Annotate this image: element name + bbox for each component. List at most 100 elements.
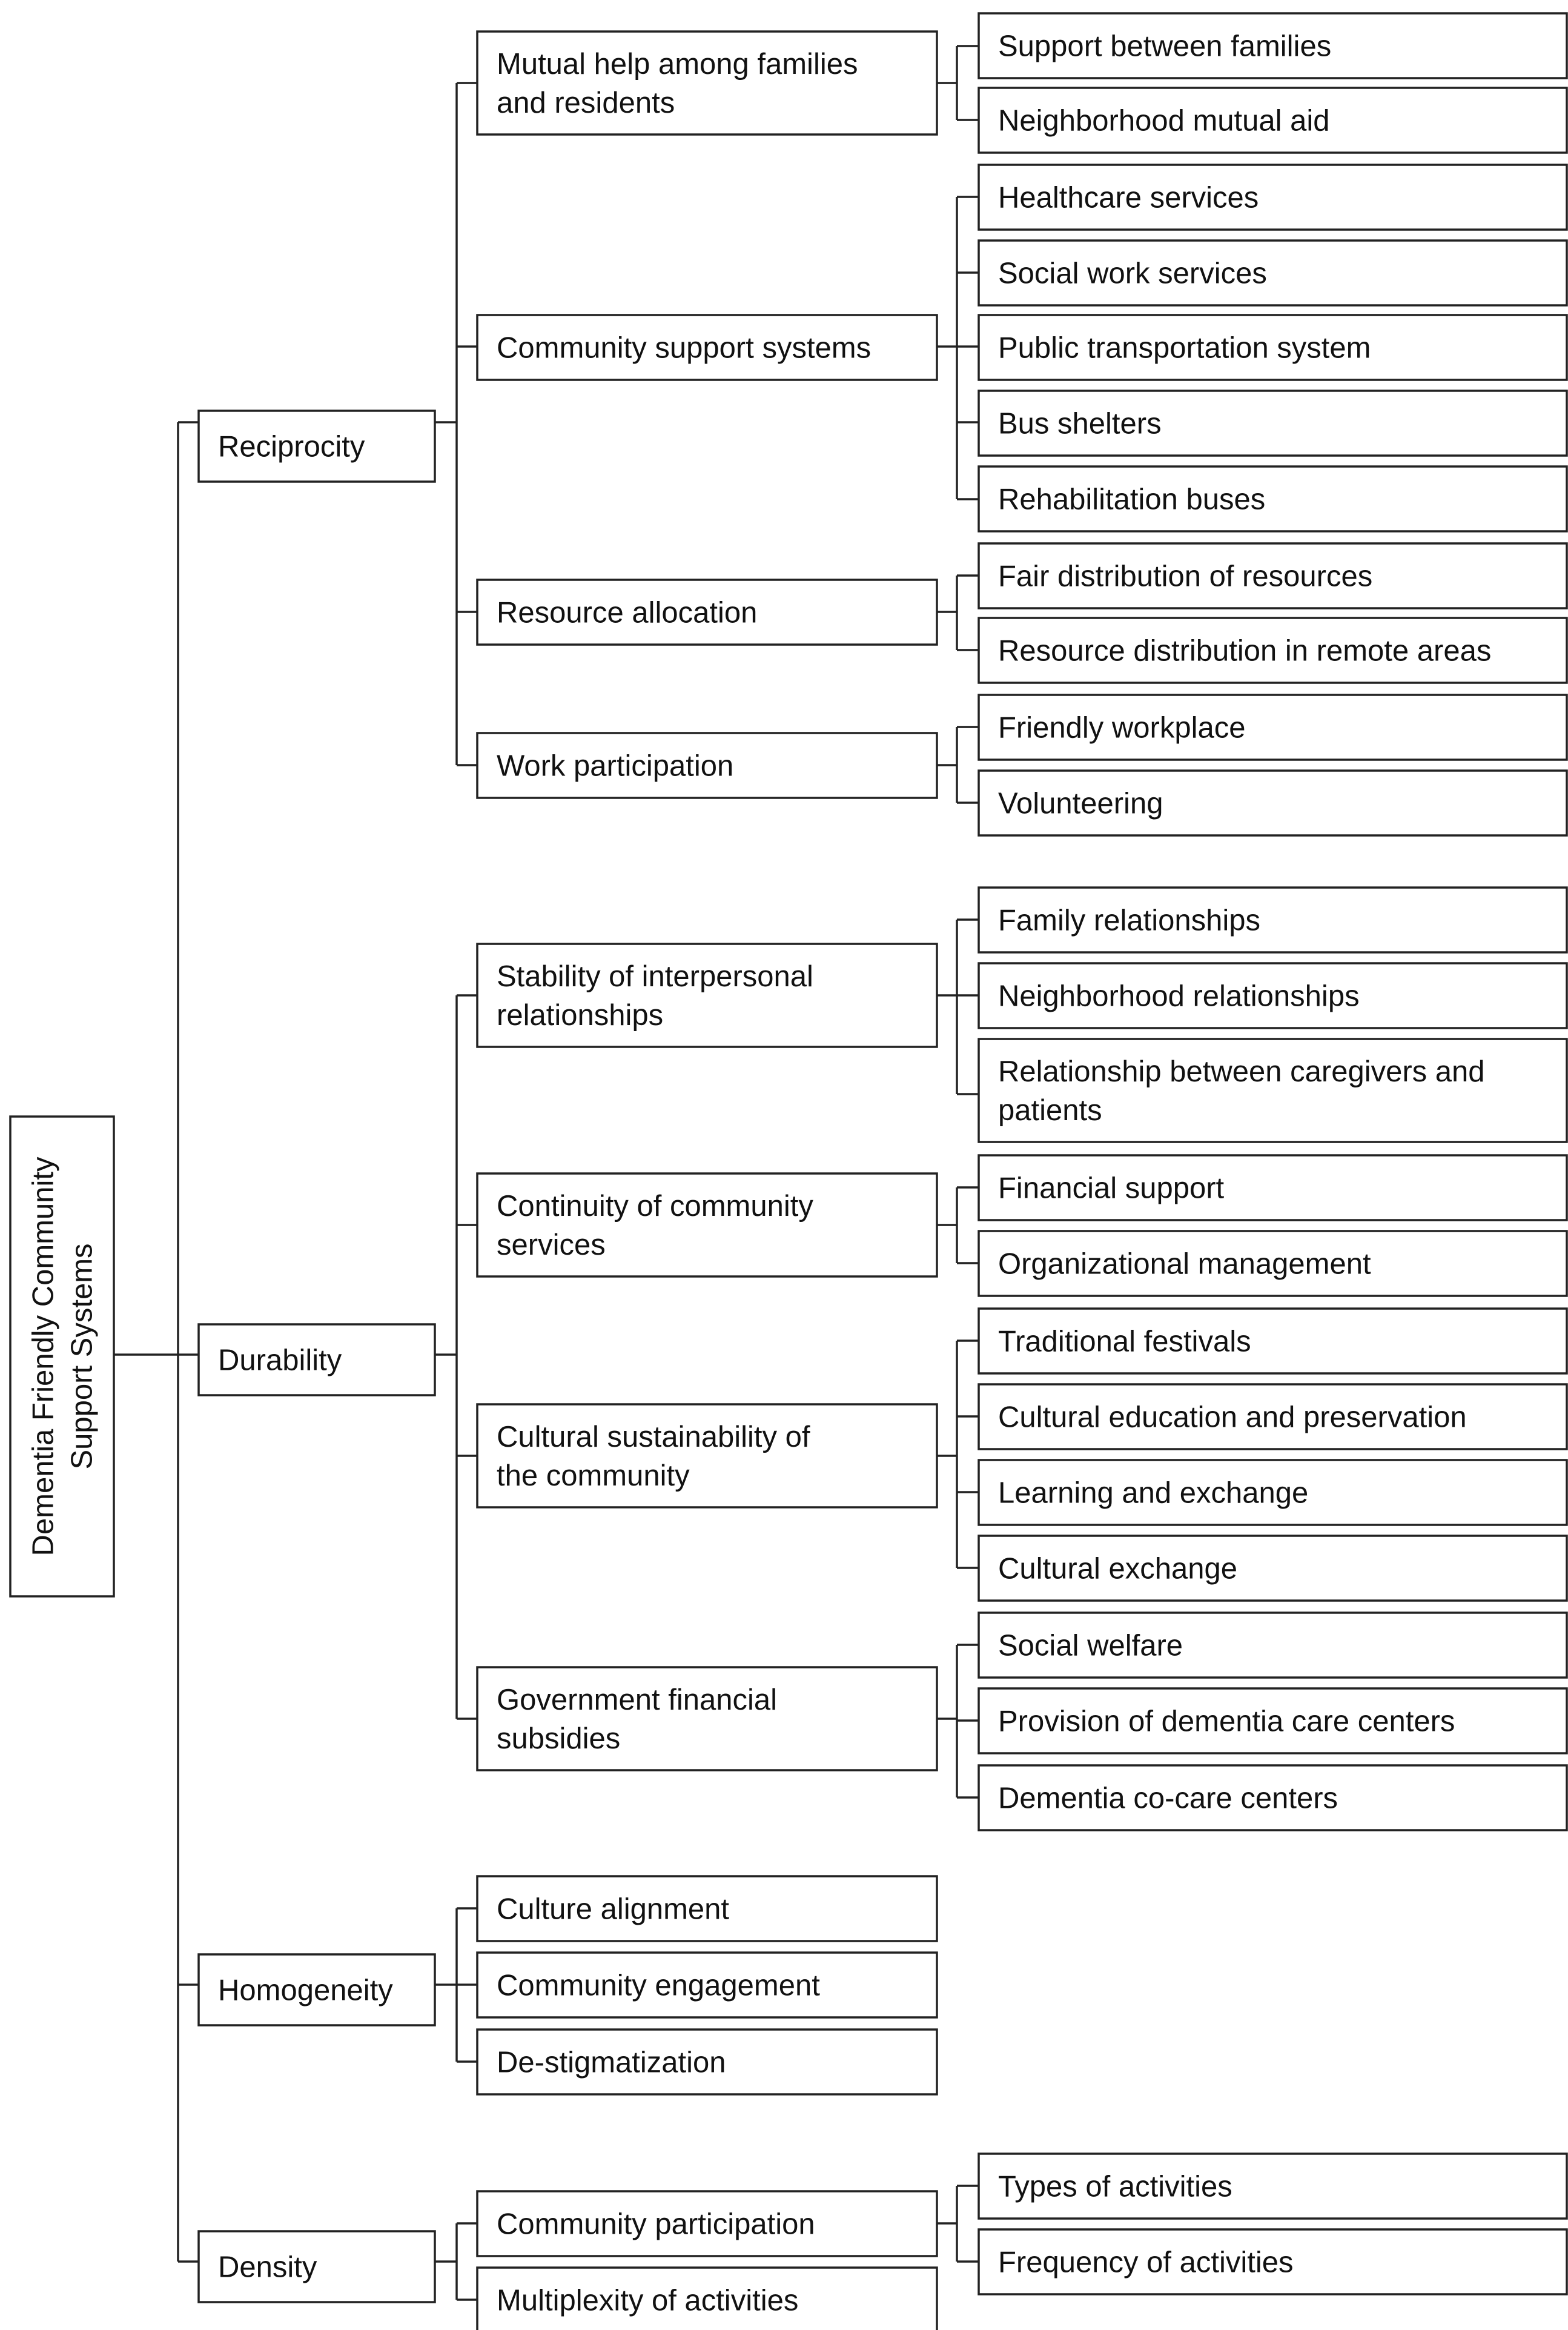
node-family-relationships: Family relationships: [978, 886, 1568, 954]
node-social-welfare: Social welfare: [978, 1611, 1568, 1679]
node-box: [978, 542, 1568, 609]
connector-homogeneity: [435, 1907, 477, 2063]
node-community-participation: Community participation: [476, 2190, 938, 2257]
node-community-engagement: Community engagement: [476, 1951, 938, 2019]
node-box: [197, 1323, 436, 1396]
node-label: Work participation: [497, 750, 733, 783]
node-label: Durability: [218, 1344, 342, 1377]
node-rehabilitation-buses: Rehabilitation buses: [978, 465, 1568, 533]
node-box: [978, 239, 1568, 307]
node-box: [978, 962, 1568, 1029]
node-de-stigmatization: De-stigmatization: [476, 2028, 938, 2096]
node-label: Traditional festivals: [998, 1326, 1251, 1358]
node-label: Resource allocation: [497, 597, 757, 629]
node-box: [476, 1666, 938, 1771]
node-box: [476, 579, 938, 646]
node-density: Density: [197, 2230, 436, 2303]
node-box: [476, 943, 938, 1048]
node-label: Social welfare: [998, 1630, 1183, 1662]
node-box: [978, 12, 1568, 79]
node-box: [978, 314, 1568, 381]
connector-work-participation: [937, 726, 979, 804]
node-label: Frequency of activities: [998, 2246, 1294, 2279]
node-resource-allocation: Resource allocation: [476, 579, 938, 646]
node-bus-shelters: Bus shelters: [978, 390, 1568, 457]
node-financial-support: Financial support: [978, 1154, 1568, 1221]
node-label: Homogeneity: [218, 1974, 393, 2007]
node-reciprocity: Reciprocity: [197, 410, 436, 483]
node-label: Neighborhood relationships: [998, 980, 1360, 1013]
node-frequency-of-activities: Frequency of activities: [978, 2228, 1568, 2295]
node-durability: Durability: [197, 1323, 436, 1396]
node-label: De-stigmatization: [497, 2046, 726, 2079]
node-label: Community participation: [497, 2208, 815, 2241]
node-work-participation: Work participation: [476, 732, 938, 799]
connector-continuity: [937, 1186, 979, 1264]
node-label: Family relationships: [998, 904, 1260, 937]
node-learning-and-exchange: Learning and exchange: [978, 1459, 1568, 1526]
connector-mutual-help: [937, 45, 979, 121]
node-label: Rehabilitation buses: [998, 483, 1265, 516]
node-label: Dementia co-care centers: [998, 1782, 1338, 1815]
connector-resource-allocation: [937, 574, 979, 651]
connector-root: [114, 421, 199, 2263]
node-provision-of-dementia-care-centers: Provision of dementia care centers: [978, 1687, 1568, 1754]
connector-reciprocity: [435, 82, 477, 766]
node-neighborhood-relationships: Neighborhood relationships: [978, 962, 1568, 1029]
node-box: [978, 2152, 1568, 2220]
node-traditional-festivals: Traditional festivals: [978, 1307, 1568, 1375]
node-box: [978, 1764, 1568, 1831]
connector-lines: [114, 45, 979, 2301]
node-label: Community support systems: [497, 332, 871, 365]
node-label: Learning and exchange: [998, 1477, 1308, 1510]
node-box: [9, 1115, 115, 1598]
node-label: Provision of dementia care centers: [998, 1705, 1455, 1738]
node-box: [476, 1875, 938, 1942]
node-box: [978, 87, 1568, 154]
node-label: Density: [218, 2251, 317, 2284]
node-cultural-exchange: Cultural exchange: [978, 1535, 1568, 1602]
connector-stability: [937, 918, 979, 1095]
node-box: [978, 1307, 1568, 1375]
connector-durability: [435, 994, 477, 1720]
node-public-transportation-system: Public transportation system: [978, 314, 1568, 381]
node-volunteering: Volunteering: [978, 769, 1568, 837]
node-box: [978, 390, 1568, 457]
node-culture-alignment: Culture alignment: [476, 1875, 938, 1942]
node-types-of-activities: Types of activities: [978, 2152, 1568, 2220]
node-box: [197, 2230, 436, 2303]
node-label: Fair distribution of resources: [998, 560, 1372, 593]
node-box: [476, 314, 938, 381]
node-label: Bus shelters: [998, 408, 1162, 440]
node-dementia-co-care-centers: Dementia co-care centers: [978, 1764, 1568, 1831]
node-box: [476, 1403, 938, 1509]
node-box: [978, 1038, 1568, 1143]
node-box: [197, 1953, 436, 2026]
node-box: [476, 1951, 938, 2019]
node-label: Reciprocity: [218, 431, 365, 463]
node-homogeneity: Homogeneity: [197, 1953, 436, 2026]
node-box: [476, 732, 938, 799]
node-box: [978, 2228, 1568, 2295]
node-box: [978, 465, 1568, 533]
node-label: Multiplexity of activities: [497, 2285, 798, 2317]
node-label: Cultural education and preservation: [998, 1401, 1467, 1434]
node-box: [197, 410, 436, 483]
node-neighborhood-mutual-aid: Neighborhood mutual aid: [978, 87, 1568, 154]
connector-community-participation: [937, 2185, 979, 2263]
connector-government-subsidies: [937, 1644, 979, 1799]
node-box: [476, 2190, 938, 2257]
node-box: [978, 1383, 1568, 1450]
node-label: Cultural exchange: [998, 1553, 1237, 1585]
